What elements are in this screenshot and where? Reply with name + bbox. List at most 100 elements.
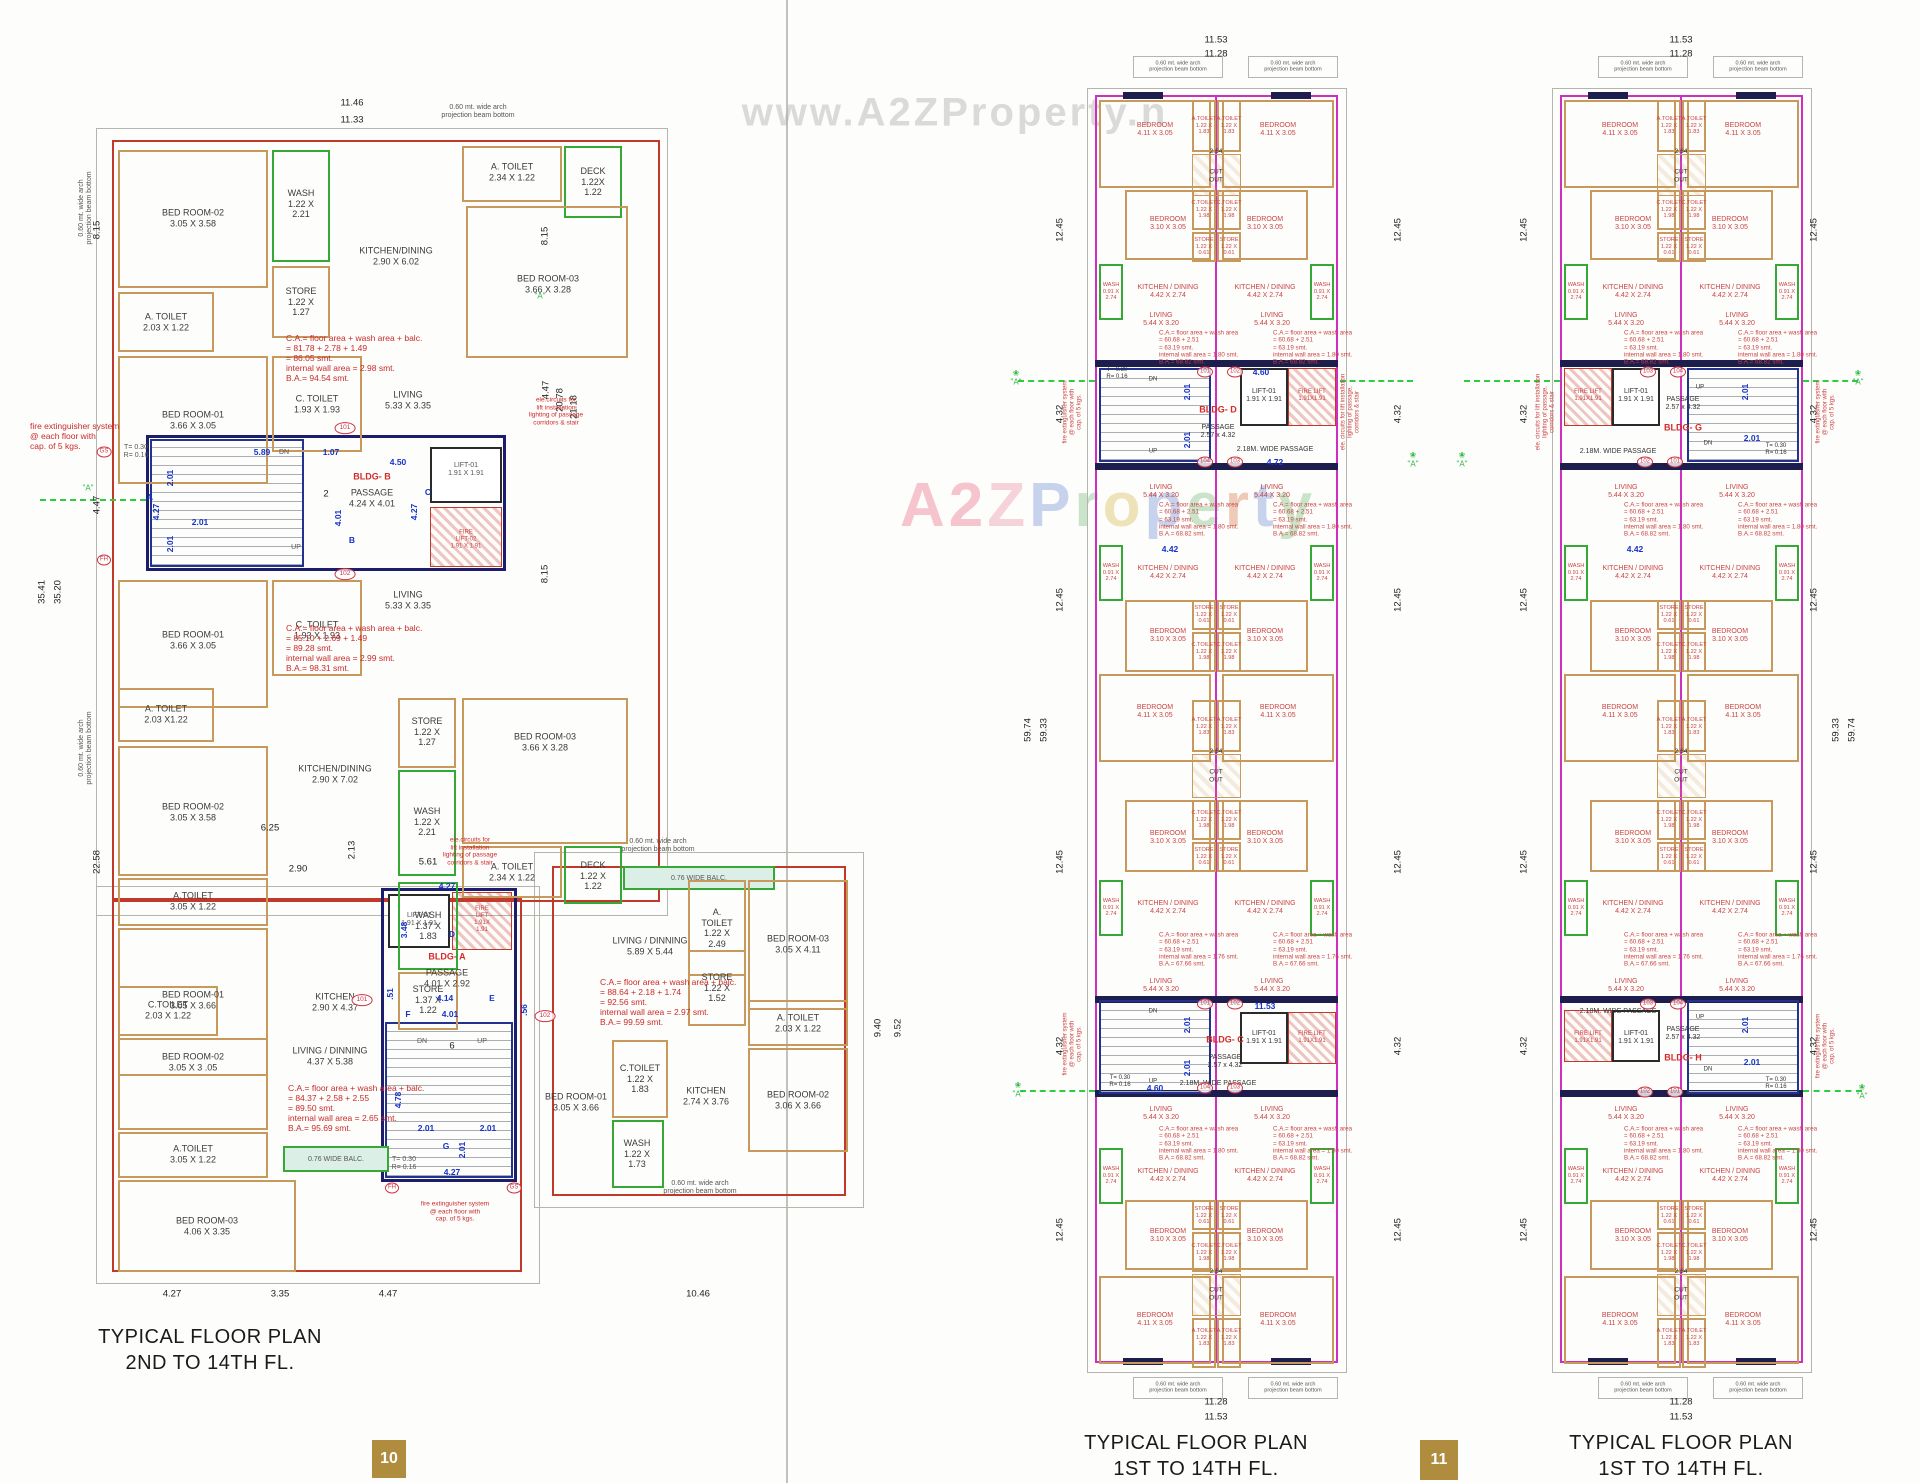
- room: [688, 880, 746, 976]
- plan-region: [1095, 1090, 1338, 1097]
- room: [1590, 600, 1676, 672]
- plan-label: 11.46: [340, 97, 364, 109]
- plan-label: KITCHEN / DINING 4.42 X 2.74: [1699, 564, 1761, 580]
- plan-label: BEDROOM 3.10 X 3.05: [1711, 1227, 1749, 1243]
- room: [1222, 1200, 1308, 1270]
- page-divider: [786, 0, 788, 1483]
- plan-label: BEDROOM 3.10 X 3.05: [1246, 627, 1284, 643]
- watermark-letter: 2: [948, 471, 988, 540]
- unit-number-marker: 104: [1196, 1082, 1214, 1094]
- plan-label: DN: [416, 1037, 428, 1045]
- plan-label: BED ROOM-03 3.05 X 4.11: [766, 933, 830, 954]
- room: [1687, 600, 1773, 672]
- plan-label: A.TOILET 1.22 X 1.83: [1656, 116, 1682, 136]
- plan-label: 2.90: [288, 863, 308, 875]
- room: [1217, 1232, 1241, 1272]
- room: [462, 698, 628, 844]
- annotation-red: C.A.= floor area + wash area + balc. = 8…: [600, 976, 737, 1028]
- plan-label: LIFT-01 1.91 X 1.91: [1618, 387, 1654, 403]
- plan-region: [96, 886, 540, 1284]
- annotation-red: C.A.= floor area + wash area = 60.68 + 2…: [1159, 931, 1239, 968]
- room: [272, 580, 362, 676]
- room: [1222, 190, 1308, 260]
- room: [1687, 1276, 1799, 1364]
- balcony: [283, 1146, 389, 1172]
- dimension-blue: 2.01: [1181, 431, 1192, 449]
- room: [1192, 1318, 1216, 1368]
- unit-number-marker: 104: [1669, 998, 1687, 1010]
- plan-label: STORE 1.22 X 0.61: [1194, 605, 1214, 625]
- annotation-red: C.A.= floor area + wash area = 60.68 + 2…: [1738, 931, 1818, 968]
- wash-area: [1564, 545, 1588, 601]
- wash-area: [1775, 880, 1799, 936]
- plan-label: A.TOILET 1.22 X 1.83: [1216, 116, 1242, 136]
- plan-label: STORE 1.22 X 0.61: [1219, 237, 1239, 257]
- watermark-letter: o: [1102, 471, 1145, 540]
- room: [1217, 1318, 1241, 1368]
- plan-region: [1123, 92, 1163, 99]
- plan-label: 0.60 mt. wide arch projection beam botto…: [621, 837, 695, 853]
- plan-label: T= 0.30 R= 0.16: [1109, 1074, 1131, 1088]
- plan-label: DN: [1703, 440, 1713, 447]
- watermark-letter: r: [1224, 471, 1254, 540]
- sheet2-plan2-title: TYPICAL FLOOR PLAN 1ST TO 14TH FL.: [1569, 1432, 1793, 1480]
- annotation-red: C.A.= floor area + wash area = 60.68 + 2…: [1159, 329, 1239, 366]
- plan-region: [1713, 56, 1803, 78]
- plan-label: CUT OUT: [1674, 1286, 1688, 1301]
- plan-label: BEDROOM 3.10 X 3.05: [1149, 829, 1187, 845]
- unit-number-marker: 102: [334, 568, 356, 580]
- dimension-blue: 2.01: [1743, 1056, 1761, 1067]
- plan-label: CUT OUT: [1209, 1286, 1223, 1301]
- plan-label: BEDROOM 4.11 X 3.05: [1724, 1311, 1762, 1327]
- plan-label: LIVING 5.44 X 3.20: [1608, 977, 1644, 993]
- plan-label: 11.53: [1669, 1411, 1693, 1423]
- wash-area: [564, 846, 622, 904]
- plan-label: 0.60 mt. wide arch projection beam botto…: [1614, 60, 1672, 73]
- plan-label: A.TOILET 1.22 X 1.83: [1681, 1328, 1707, 1348]
- annotation-red: C.A.= floor area + wash area = 60.68 + 2…: [1159, 1125, 1239, 1162]
- dimension-blue: 2.01: [417, 1122, 435, 1133]
- plan-region: [1736, 1358, 1776, 1365]
- room: [1657, 100, 1681, 152]
- plan-region: [112, 898, 522, 1272]
- plan-label: UP: [477, 1037, 487, 1045]
- room: [1192, 1232, 1216, 1272]
- room: [1125, 600, 1211, 672]
- dimension-blue: 4.78: [392, 1091, 403, 1109]
- plan-label: BED ROOM-03 4.06 X 3.35: [175, 1215, 239, 1236]
- plan-label: C.TOILET 1.22 X 1.98: [1191, 200, 1217, 220]
- section-marker: "A": [534, 291, 546, 301]
- room: [1564, 1276, 1676, 1364]
- sheet2-plan1-title: TYPICAL FLOOR PLAN 1ST TO 14TH FL.: [1084, 1432, 1308, 1480]
- plan-label: 12.45: [1808, 218, 1820, 242]
- unit-number-marker: 101: [1666, 456, 1684, 468]
- plan-label: UP: [1695, 384, 1705, 391]
- dimension-blue: G: [442, 1140, 450, 1151]
- plan-label: WASH 1.22 X 2.21: [287, 188, 315, 220]
- plan-label: STORE 1.22 X 0.61: [1194, 847, 1214, 867]
- plan-label: LIVING 5.44 X 3.20: [1608, 311, 1644, 327]
- plan-label: WASH 0.91 X 2.74: [1778, 563, 1796, 583]
- plan-label: LIVING 5.44 X 3.20: [1719, 483, 1755, 499]
- plan-label: 0.60 mt. wide arch projection beam botto…: [1149, 60, 1207, 73]
- room: [1682, 1232, 1706, 1272]
- unit-number-marker: 101: [1196, 366, 1214, 378]
- room: [1687, 1200, 1773, 1270]
- plan-label: 11.53: [1204, 1411, 1228, 1423]
- room: [1125, 190, 1211, 260]
- plan-label: A.TOILET 3.05 X 1.22: [169, 890, 217, 911]
- room: [748, 1048, 848, 1152]
- plan-label: WASH 0.91 X 2.74: [1313, 1166, 1331, 1186]
- plan-label: BEDROOM 4.11 X 3.05: [1601, 703, 1639, 719]
- plan-region: [1271, 92, 1311, 99]
- room: [1682, 1318, 1706, 1368]
- room: [748, 1000, 848, 1046]
- dimension-blue: C: [424, 486, 432, 497]
- room: [1222, 100, 1334, 188]
- annotation-red: BLDG- B: [353, 471, 391, 482]
- plan-label: STORE 1.22 X 1.27: [285, 286, 317, 318]
- plan-label: 2.18M. WIDE PASSAGE: [1179, 1079, 1257, 1087]
- room: [1657, 1318, 1681, 1368]
- plan-label: 0.60 mt. wide arch projection beam botto…: [1729, 60, 1787, 73]
